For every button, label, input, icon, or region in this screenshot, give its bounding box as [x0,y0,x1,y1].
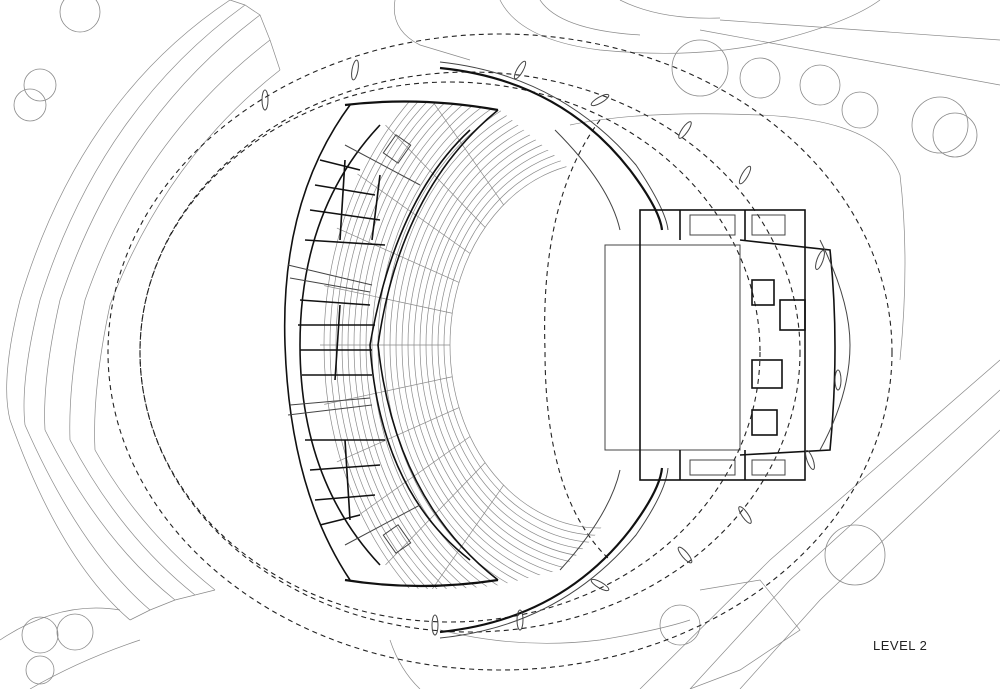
room-partition [371,174,381,241]
aisle-line [385,124,486,228]
room-partition [314,184,376,196]
room-partition [314,494,376,501]
light-post [738,506,752,524]
light-post [513,60,527,80]
landscape-terraces [6,0,281,621]
seating-tier [401,103,650,587]
aisle-line [324,285,453,314]
back-of-house-ring [283,100,499,588]
light-post [805,450,815,470]
seating-tier [425,132,650,558]
outer-shell [439,61,669,639]
room-partition [299,299,371,306]
light-post [590,93,610,107]
seating-tier [389,101,650,589]
aisle-line [336,227,460,283]
room-partition [319,159,361,171]
light-post [590,578,610,592]
trees [13,0,978,685]
room-partition [309,209,381,221]
site-fixtures [261,59,842,636]
light-post [815,250,825,270]
room-partition [304,239,386,246]
light-post [834,369,842,391]
room-partition [339,159,346,241]
light-post [261,89,269,111]
light-post [677,546,693,564]
light-post [678,121,692,139]
seating-tier [395,101,650,589]
seating-tier [407,110,650,580]
level-label: LEVEL 2 [873,638,928,653]
seating-tier [419,125,650,565]
room-partition [309,464,381,471]
aisle-line [357,173,471,254]
seating-tier [437,147,650,543]
room-partition [319,514,361,526]
light-post [431,614,439,636]
seating-tier [413,117,650,573]
light-post [738,165,752,185]
dashed-outlines [107,33,893,671]
light-post [351,59,359,81]
room-partition [344,439,351,521]
room-partition [334,304,341,381]
seating-tier [449,161,650,529]
light-post [516,609,524,631]
stage-block [604,209,851,481]
seating-tier [443,154,650,536]
aisle-line [336,407,460,463]
